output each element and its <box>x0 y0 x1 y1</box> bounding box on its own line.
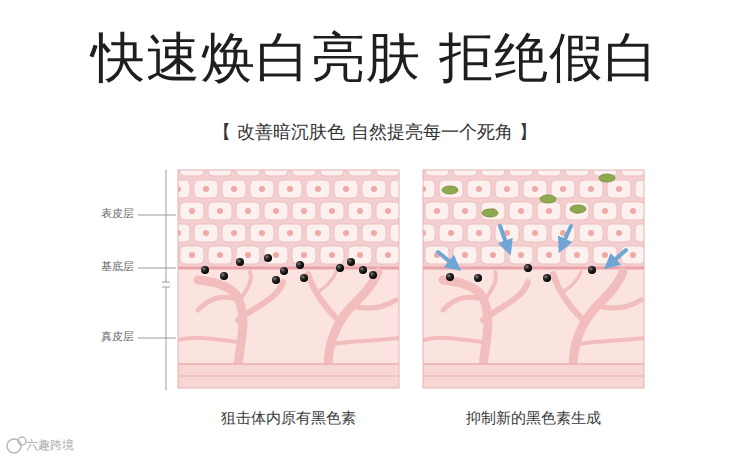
layer-label: 真皮层 <box>70 330 134 344</box>
layer-label: 表皮层 <box>70 207 134 221</box>
panel-caption: 狙击体内原有黑色素 <box>168 409 409 428</box>
skin-panel: 抑制新的黑色素生成 <box>413 170 654 428</box>
page-title: 快速焕白亮肤 拒绝假白 <box>0 22 750 95</box>
panel-caption: 抑制新的黑色素生成 <box>413 409 654 428</box>
watermark: 六趣跨境 <box>26 438 126 454</box>
layer-label: 基底层 <box>70 260 134 274</box>
subtitle: 【 改善暗沉肤色 自然提亮每一个死角 】 <box>0 120 750 143</box>
skin-panel: 狙击体内原有黑色素 <box>168 170 409 428</box>
